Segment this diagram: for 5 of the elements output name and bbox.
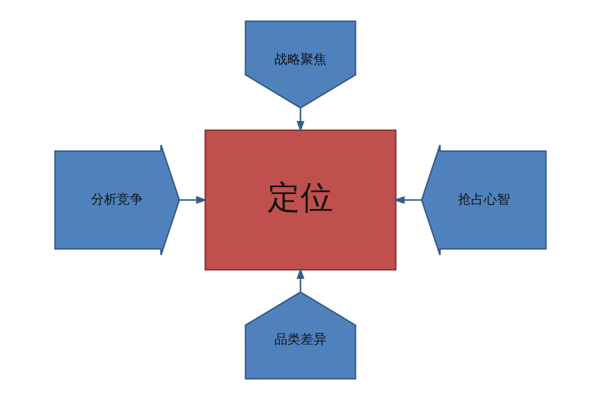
arrow [178,196,207,204]
node-box: 定位 [204,129,396,271]
arrow [296,268,304,292]
arrow [296,108,304,132]
arrow [392,196,422,204]
